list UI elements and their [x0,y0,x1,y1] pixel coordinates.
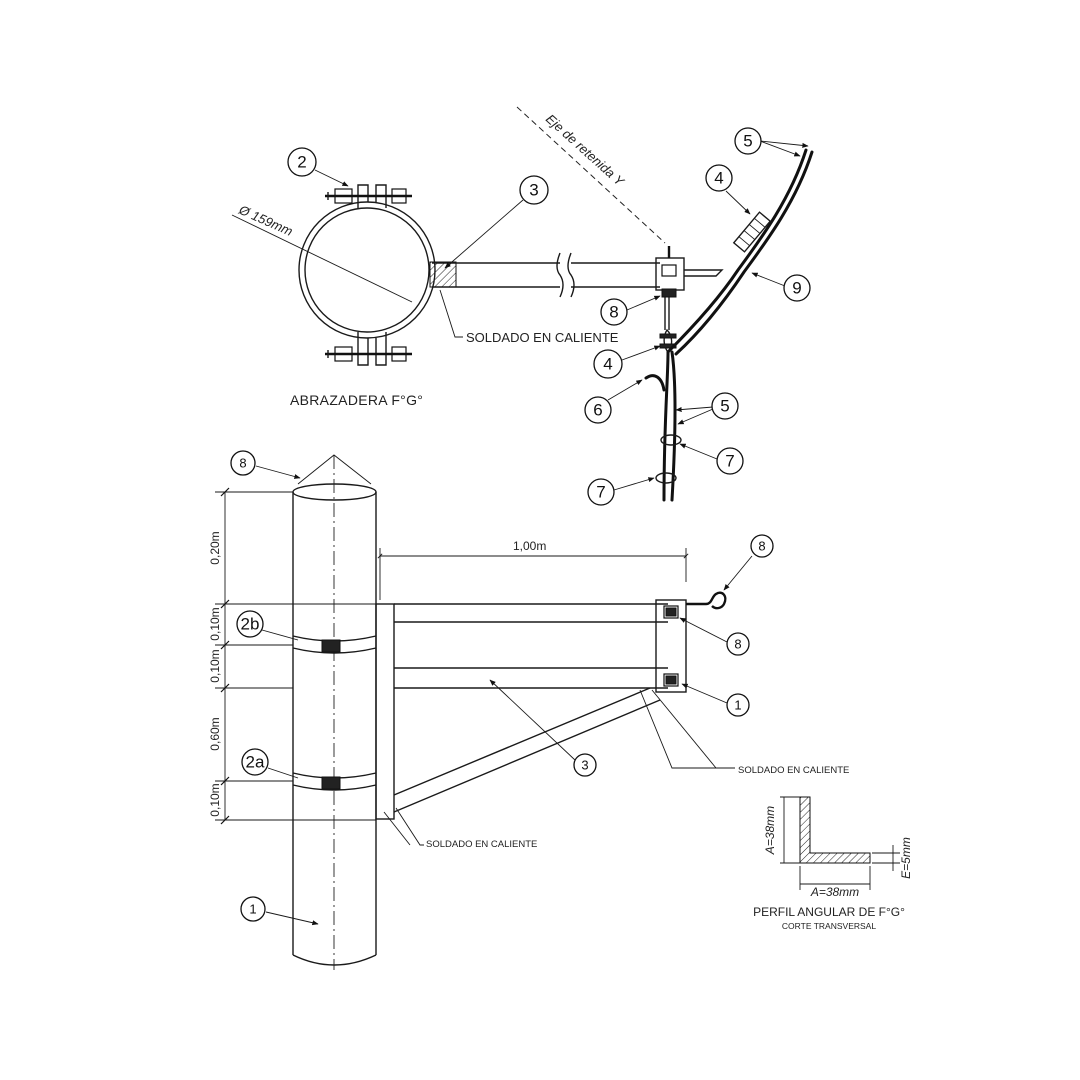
callout-4-top: 4 [705,164,751,215]
guy-hook [686,591,727,610]
svg-text:5: 5 [720,397,729,416]
svg-text:7: 7 [725,452,734,471]
svg-text:A=38mm: A=38mm [810,885,859,899]
svg-text:7: 7 [596,483,605,502]
svg-text:E=5mm: E=5mm [899,837,913,879]
svg-text:5: 5 [743,132,752,151]
svg-text:3: 3 [529,181,538,200]
back-plate [375,603,395,820]
svg-text:4: 4 [714,169,723,188]
guy-wire-detail: Eje de retenida Y 5 [516,106,814,506]
diameter-label: Ø 159mm [236,202,295,239]
band-2a [292,772,377,791]
svg-text:A=38mm: A=38mm [763,806,777,855]
svg-text:8: 8 [609,303,618,322]
svg-text:6: 6 [593,401,602,420]
callout-4-mid: 4 [593,345,661,379]
guy-cable-c [666,148,808,354]
eye-plate [684,269,724,277]
guy-axis-label: Eje de retenida Y [543,111,628,190]
callout-2b: 2b [236,610,299,641]
svg-text:4: 4 [603,355,612,374]
svg-text:8: 8 [758,539,765,554]
svg-text:2: 2 [297,153,306,172]
svg-text:2a: 2a [246,753,265,772]
dim-arm-length: 1,00m [377,539,689,600]
callout-8-pole: 8 [230,450,301,479]
svg-text:1: 1 [249,902,256,917]
clamp-bottom-ears [325,332,412,366]
pole-top [292,483,377,501]
arm-end-plate [655,599,687,693]
svg-text:9: 9 [792,279,801,298]
callout-1-pole: 1 [240,896,319,926]
callout-2-clamp: 2 [287,147,349,187]
weld-label-top: SOLDADO EN CALIENTE [466,330,619,345]
callout-3-clamp: 3 [444,175,549,269]
callout-5-mid: 5 [675,392,739,425]
clamp-ring-inner [304,207,430,333]
svg-text:0,10m: 0,10m [208,783,222,816]
guy-cable-d [674,150,814,356]
svg-text:0,20m: 0,20m [208,531,222,564]
clamp-title: ABRAZADERA F°G° [290,392,423,408]
guy-cable-b [670,350,677,502]
angle-profile: A=38mm A=38mm E=5mm PERFIL ANGULAR DE F°… [753,796,913,931]
svg-text:2b: 2b [241,615,260,634]
pole-elevation: 1,00m 0,20m 0,10m 0,10m 0,60m 0,10m [208,450,849,970]
arm-end-nut [661,264,677,277]
svg-text:3: 3 [581,758,588,773]
callout-7-left: 7 [587,477,655,506]
band-2b [292,635,377,654]
weld-label-right: SOLDADO EN CALIENTE [738,765,849,776]
svg-text:0,60m: 0,60m [208,717,222,750]
diameter-line [231,214,413,303]
clamp-top-ears [325,184,412,208]
callout-2a: 2a [241,748,299,779]
angle-section [799,796,871,864]
callout-6: 6 [584,379,643,424]
svg-text:8: 8 [239,456,246,471]
top-thimble [732,211,772,253]
svg-text:8: 8 [734,637,741,652]
callout-9: 9 [751,272,811,302]
dim-vertical: 0,20m 0,10m 0,10m 0,60m 0,10m [208,487,376,825]
guy-axis-line [516,106,666,244]
svg-text:0,10m: 0,10m [208,607,222,640]
callout-8-guy: 8 [600,295,661,326]
guy-cable-a [662,350,670,502]
callout-1-bolt: 1 [681,683,750,717]
callout-8-bolt: 8 [679,617,750,656]
callout-5-top: 5 [734,127,809,157]
callout-8-hook: 8 [723,534,774,591]
callout-3-arm: 3 [489,679,597,777]
weld-label-bottom: SOLDADO EN CALIENTE [426,839,537,850]
svg-text:0,10m: 0,10m [208,649,222,682]
callout-7-right: 7 [679,443,744,475]
clamp-detail: Ø 159mm [231,147,724,408]
clamp-ring-outer [298,201,436,339]
profile-title: PERFIL ANGULAR DE F°G° [753,905,905,919]
svg-text:1: 1 [734,698,741,713]
weld-plate [429,261,457,288]
profile-subtitle: CORTE TRANSVERSAL [782,921,876,931]
svg-text:1,00m: 1,00m [513,539,546,553]
